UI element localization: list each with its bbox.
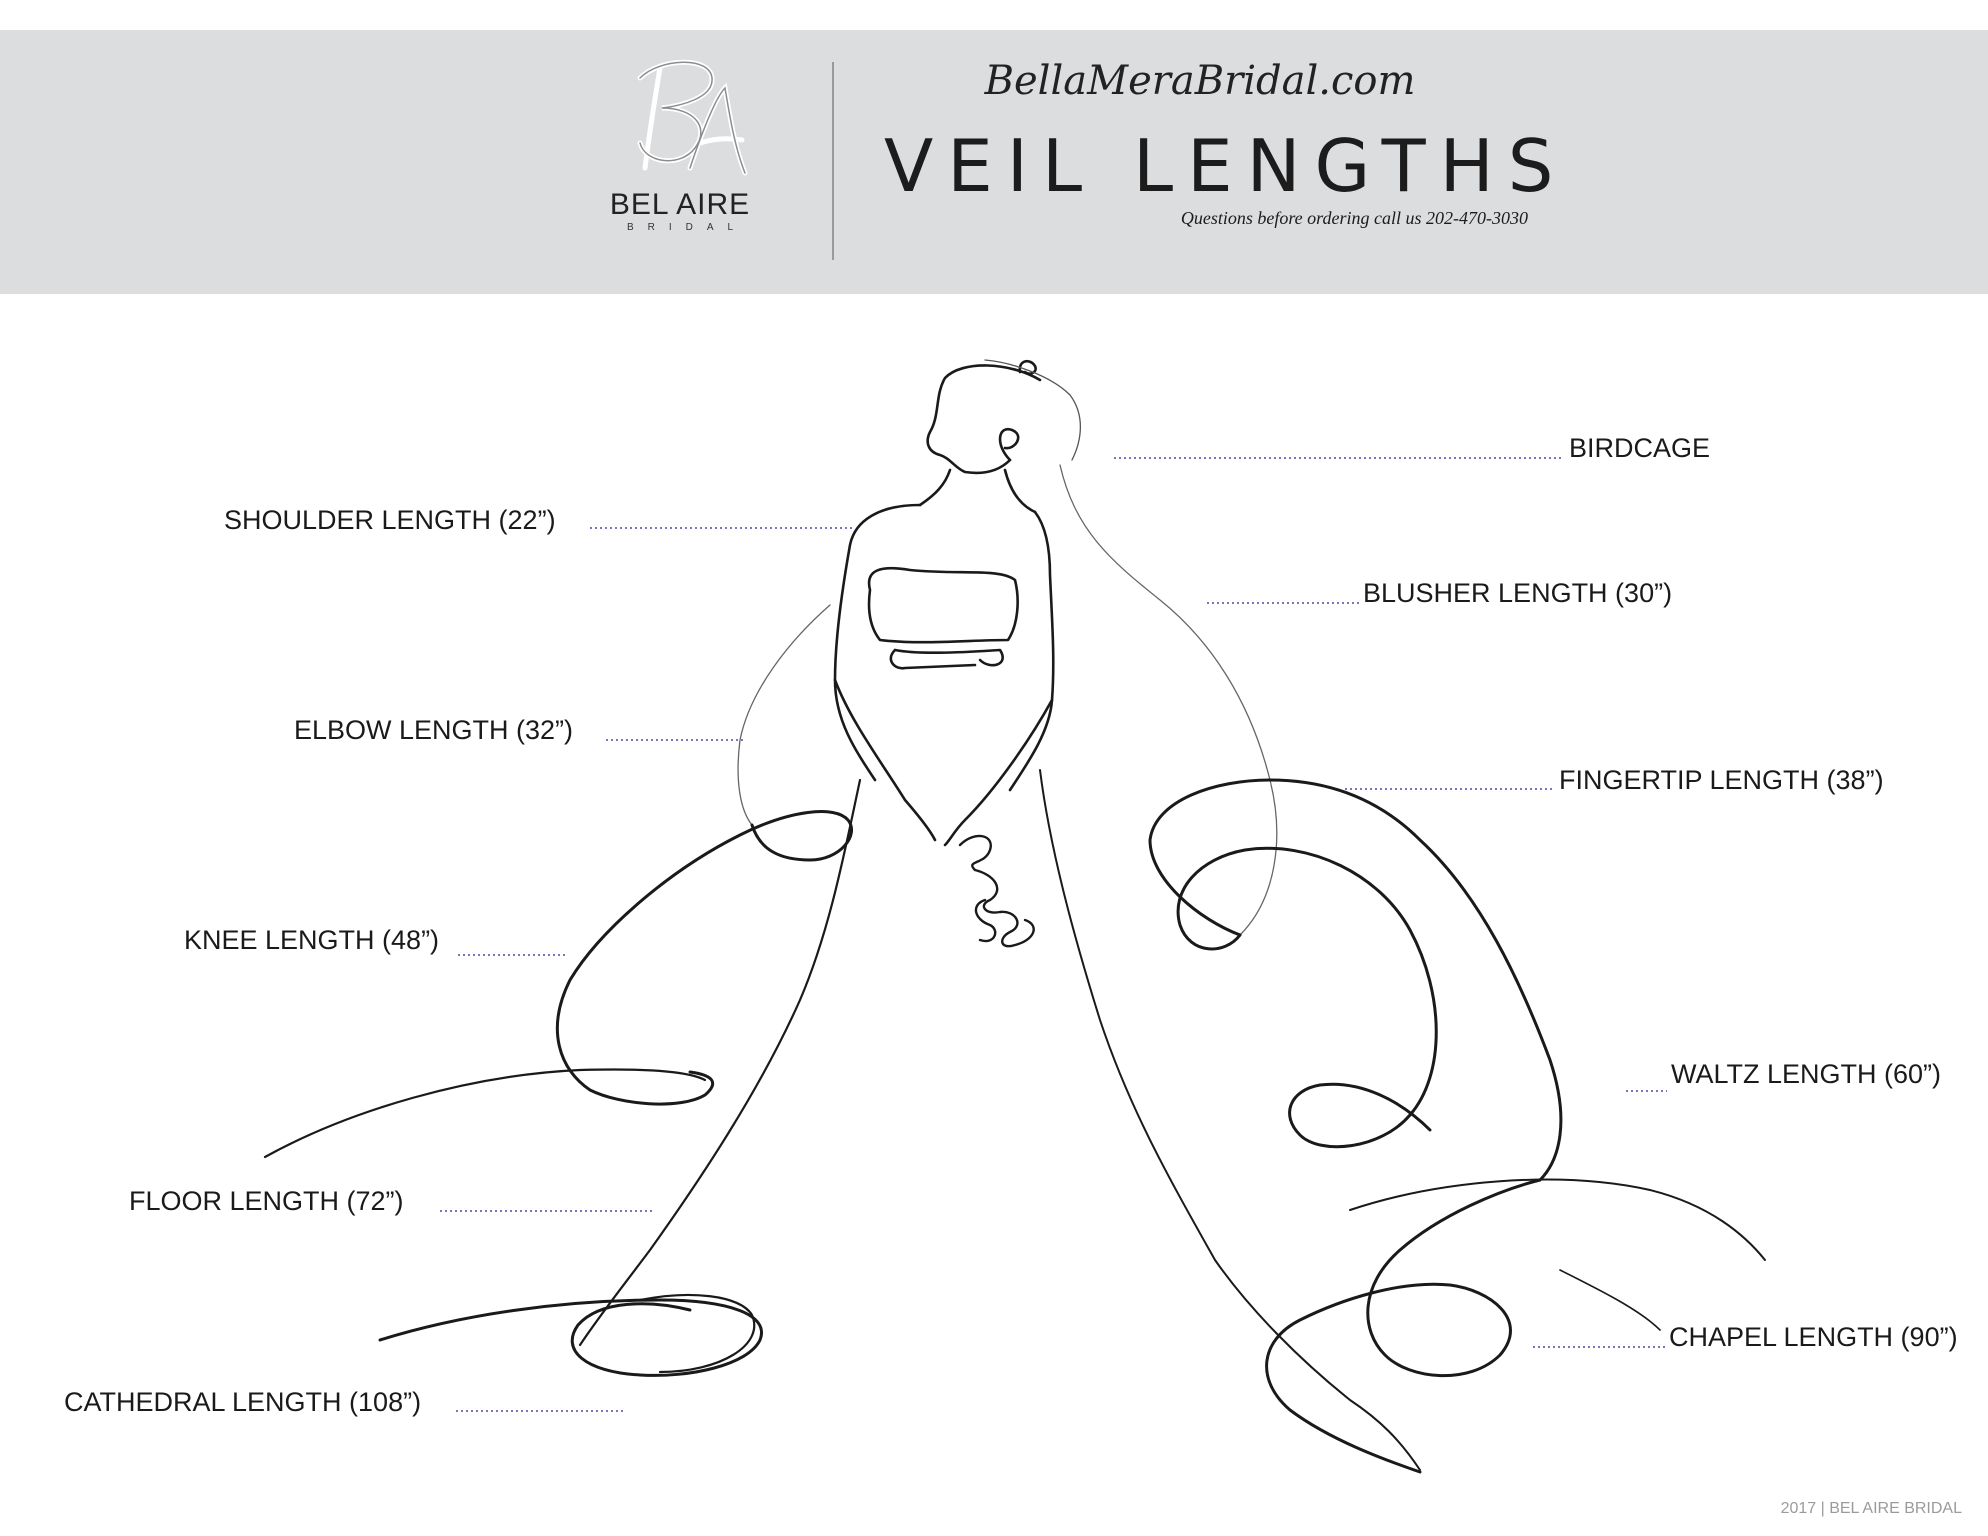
phone-note: Questions before ordering call us 202-47… xyxy=(1180,208,1528,228)
header-band xyxy=(0,30,1988,294)
birdcage-veil xyxy=(984,359,1081,461)
cathedral-veil-loop xyxy=(378,1298,763,1377)
footer-credit: 2017 | BEL AIRE BRIDAL xyxy=(1780,1500,1962,1517)
waltz-veil-loop xyxy=(1148,778,1563,1182)
label-shoulder-length: SHOULDER LENGTH (22”) xyxy=(224,505,556,535)
dress-left-side xyxy=(578,778,862,1347)
label-floor-length: FLOOR LENGTH (72”) xyxy=(129,1186,404,1216)
site-url: BellaMeraBridal.com xyxy=(984,58,1416,104)
label-elbow-length: ELBOW LENGTH (32”) xyxy=(294,715,574,745)
left-forearm xyxy=(833,678,937,842)
label-chapel-length: CHAPEL LENGTH (90”) xyxy=(1669,1322,1958,1352)
label-blusher-length: BLUSHER LENGTH (30”) xyxy=(1363,578,1673,608)
right-shoulder-arm xyxy=(1008,510,1055,792)
hair-curl xyxy=(998,427,1020,462)
chapel-veil-loop xyxy=(1265,1178,1542,1474)
label-cathedral-length: CATHEDRAL LENGTH (108”) xyxy=(64,1387,422,1417)
bouquet xyxy=(958,834,1035,948)
bodice-belt xyxy=(889,648,1004,670)
bel-aire-monogram-logo xyxy=(637,59,748,176)
right-forearm xyxy=(943,698,1054,847)
blusher-veil xyxy=(1059,464,1278,936)
label-birdcage: BIRDCAGE xyxy=(1569,433,1711,463)
floor-veil-curve xyxy=(263,1068,707,1159)
cathedral-veil-inner xyxy=(638,1293,756,1374)
neck-right xyxy=(1003,468,1037,514)
page-title: VEIL LENGTHS xyxy=(884,124,1568,208)
chapel-veil-arc xyxy=(1349,1178,1766,1261)
neck-left xyxy=(918,468,952,507)
label-fingertip-length: FINGERTIP LENGTH (38”) xyxy=(1559,765,1884,795)
knee-veil-swirl xyxy=(555,810,854,1106)
elbow-veil xyxy=(737,604,831,826)
label-knee-length: KNEE LENGTH (48”) xyxy=(184,925,440,955)
dress-right-side xyxy=(1039,769,1421,1471)
logo-subtitle: BRIDAL xyxy=(626,222,748,233)
header-divider xyxy=(832,62,834,260)
label-waltz-length: WALTZ LENGTH (60”) xyxy=(1671,1059,1942,1089)
logo-name: BEL AIRE xyxy=(609,188,751,221)
fingertip-veil-loop xyxy=(1176,846,1438,1149)
head-outline xyxy=(926,364,1042,475)
left-shoulder-arm xyxy=(833,503,922,782)
bodice-top xyxy=(867,566,1019,644)
tiara xyxy=(1018,359,1037,375)
chapel-veil-tail xyxy=(1559,1269,1661,1331)
